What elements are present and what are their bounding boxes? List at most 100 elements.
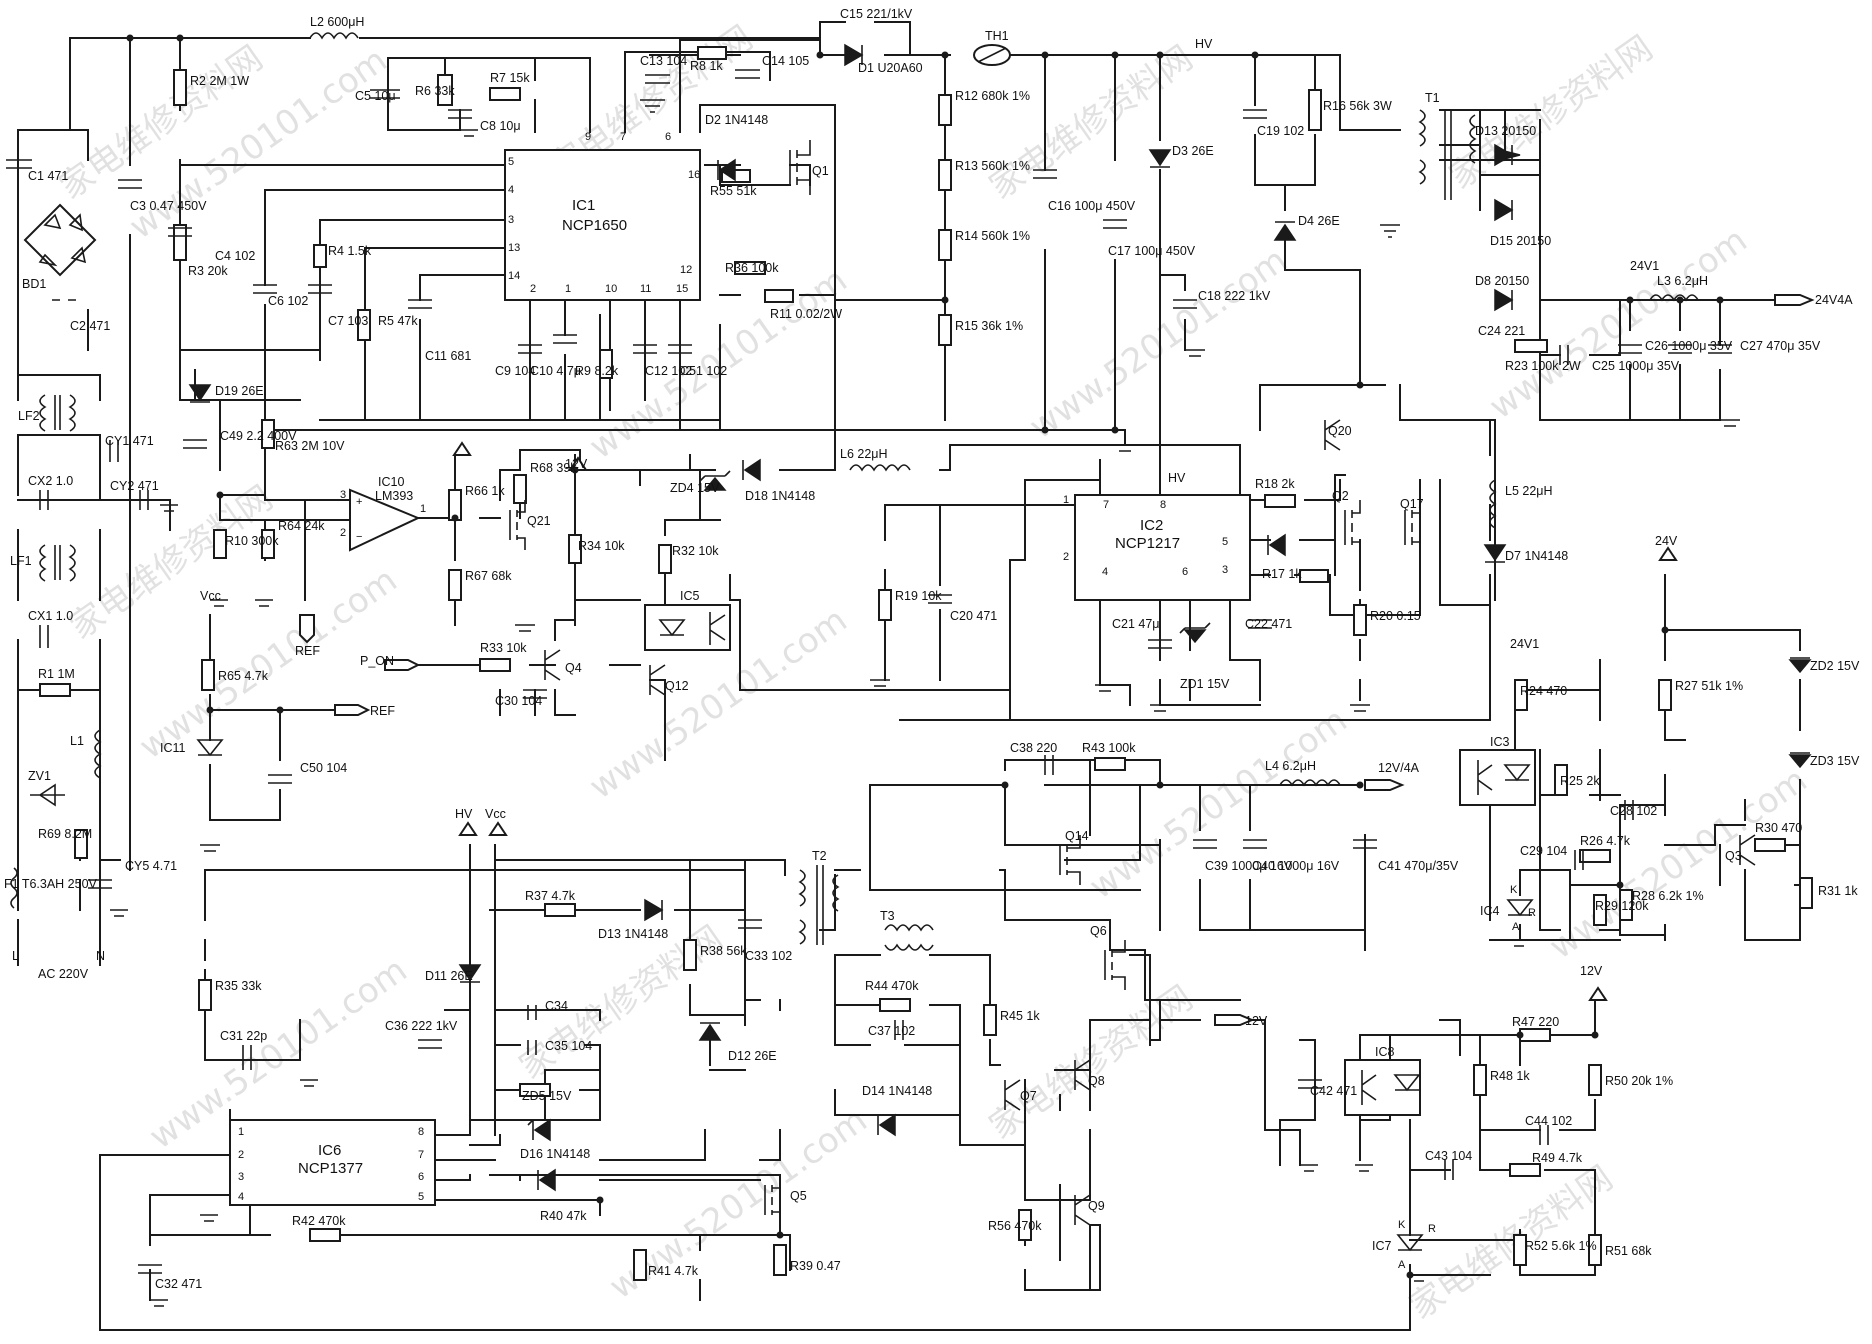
svg-text:5: 5	[508, 156, 514, 168]
label-q20: Q20	[1328, 424, 1352, 438]
label-q14: Q14	[1065, 829, 1089, 843]
label-24v1-mid: 24V1	[1510, 637, 1539, 651]
label-12v-b: 12V	[1580, 964, 1603, 978]
watermark-brand-4: 家电维修资料网	[1442, 28, 1660, 197]
label-q9: Q9	[1088, 1199, 1105, 1213]
hv-arrow	[458, 821, 478, 836]
svg-text:1: 1	[420, 503, 426, 515]
ic2-body	[1074, 494, 1251, 601]
label-r34: R34 10k	[578, 539, 625, 553]
label-c27: C27 470μ 35V	[1740, 339, 1821, 353]
label-r11: R11 0.02/2W	[770, 307, 842, 321]
label-c6: C6 102	[268, 294, 308, 308]
watermark-site-3: www.520101.com	[1022, 240, 1294, 447]
ic6-body	[229, 1119, 436, 1206]
label-d19: D19 26E	[215, 384, 264, 398]
q1-mosfet	[789, 140, 811, 195]
svg-text:13: 13	[508, 242, 520, 254]
ic11-ref: IC11	[160, 741, 186, 755]
vcc-arrow	[488, 821, 508, 836]
ic3-ref: IC3	[1490, 735, 1510, 749]
emi-filters	[39, 394, 76, 582]
label-c34: C34	[545, 999, 568, 1013]
capacitors	[6, 69, 1732, 1274]
label-c28: C28 102	[1610, 804, 1657, 818]
q3-bjt	[1739, 834, 1756, 866]
label-c8: C8 10μ	[480, 119, 521, 133]
label-r30: R30 470	[1755, 821, 1802, 835]
svg-text:12: 12	[680, 264, 692, 276]
svg-text:4: 4	[1102, 566, 1108, 578]
label-c16: C16 100μ 450V	[1048, 199, 1136, 213]
label-d3: D3 26E	[1172, 144, 1214, 158]
inductors	[94, 32, 1699, 951]
label-r38: R38 56k	[700, 944, 747, 958]
label-r51: R51 68k	[1605, 1244, 1652, 1258]
svg-text:R: R	[1528, 907, 1536, 919]
label-zd3: ZD3 15V	[1810, 754, 1860, 768]
ic10-lm393: +− 32 1 IC10 LM393	[340, 475, 426, 552]
label-r28: R28 6.2k 1%	[1632, 889, 1704, 903]
label-c30: C30 104	[495, 694, 542, 708]
label-hv-bottom: HV	[455, 807, 473, 821]
label-d12: D12 26E	[728, 1049, 777, 1063]
ic8-optocoupler: IC8	[1344, 1045, 1421, 1116]
svg-text:5: 5	[1222, 536, 1228, 548]
label-r9: R9 8.2k	[575, 364, 619, 378]
label-cy2: CY2 471	[110, 479, 159, 493]
svg-text:11: 11	[640, 283, 651, 295]
label-r18: R18 2k	[1255, 477, 1295, 491]
v24-arrow	[1658, 546, 1678, 561]
label-12v-a: 12V	[565, 457, 588, 471]
label-lf2: LF2	[18, 409, 40, 423]
label-12v-out: 12V	[1245, 1014, 1268, 1028]
label-r1: R1 1M	[38, 667, 75, 681]
label-zd5: ZD5 15V	[522, 1089, 572, 1103]
label-q1: Q1	[812, 164, 829, 178]
svg-text:2: 2	[1063, 551, 1069, 563]
label-r25: R25 2k	[1560, 774, 1600, 788]
t2-label: T2	[812, 849, 827, 863]
label-lf1: LF1	[10, 554, 32, 568]
label-r7: R7 15k	[490, 71, 530, 85]
label-r65: R65 4.7k	[218, 669, 269, 683]
label-c26: C26 1000μ 35V	[1645, 339, 1733, 353]
label-r66: R66 1k	[465, 484, 505, 498]
label-d2: D2 1N4148	[705, 113, 768, 127]
label-r6: R6 33k	[415, 84, 455, 98]
label-d14: D14 1N4148	[862, 1084, 932, 1098]
ic10-part: LM393	[375, 489, 413, 503]
svg-text:15: 15	[676, 283, 688, 295]
label-r49: R49 4.7k	[1532, 1151, 1583, 1165]
label-r8: R8 1k	[690, 59, 723, 73]
svg-text:10: 10	[605, 283, 617, 295]
label-r33: R33 10k	[480, 641, 527, 655]
label-c18: C18 222 1kV	[1198, 289, 1271, 303]
svg-text:16: 16	[688, 169, 700, 181]
q8-bjt	[1074, 1059, 1091, 1091]
label-r12: R12 680k 1%	[955, 89, 1030, 103]
svg-text:1: 1	[238, 1126, 244, 1138]
label-c24: C24 221	[1478, 324, 1525, 338]
ports	[299, 294, 1815, 1026]
label-c13: C13 104	[640, 54, 687, 68]
label-cy1: CY1 471	[105, 434, 154, 448]
transformer-t2: T2	[798, 849, 840, 945]
label-d11: D11 26E	[425, 969, 473, 983]
label-ac-l: L	[12, 949, 19, 963]
label-r16: R16 56k 3W	[1323, 99, 1392, 113]
label-ac: AC 220V	[38, 967, 89, 981]
label-r47: R47 220	[1512, 1015, 1559, 1029]
t3-coil-top	[884, 924, 934, 932]
ic10-comparator	[349, 488, 421, 552]
ic2-part: NCP1217	[1115, 535, 1180, 552]
label-c35: C35 104	[545, 1039, 592, 1053]
label-r27: R27 51k 1%	[1675, 679, 1743, 693]
label-r48: R48 1k	[1490, 1069, 1530, 1083]
label-f1: F1 T6.3AH 250V	[4, 877, 98, 891]
l1-coil	[94, 729, 102, 779]
label-r37: R37 4.7k	[525, 889, 576, 903]
label-r55: R55 51k	[710, 184, 757, 198]
bridge-bd1: BD1	[22, 203, 97, 291]
